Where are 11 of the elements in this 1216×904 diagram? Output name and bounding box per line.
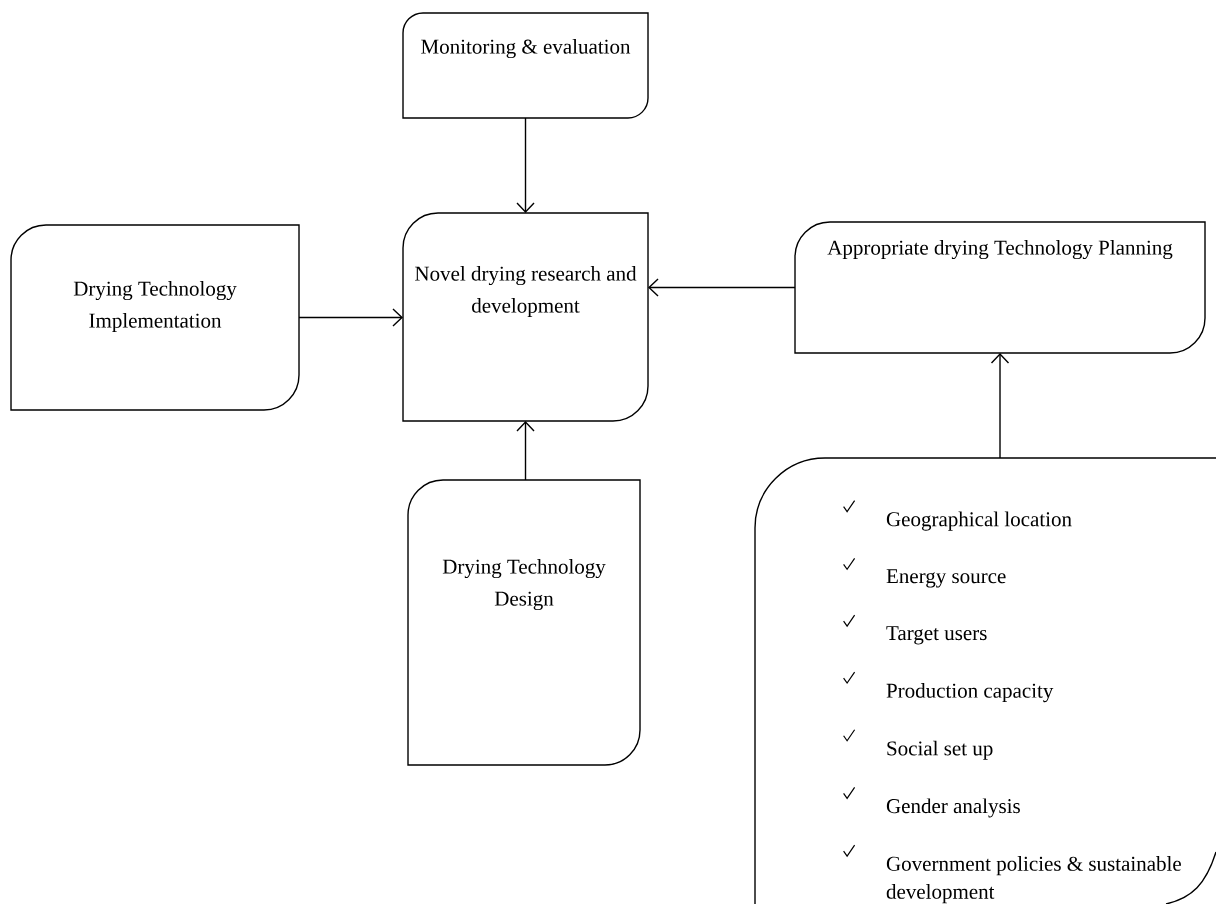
process-box: Drying Technology Design [407, 479, 641, 766]
process-box: Drying Technology Implementation [10, 224, 300, 411]
arrow [516, 117, 535, 213]
checklist-box: Geographical location Energy source Target users Production capacity Social set up Gender analysis Government policies & sustainable development [754, 457, 1216, 904]
process-box: Novel drying research and development [402, 212, 649, 422]
arrow [298, 308, 403, 327]
process-box: Appropriate drying Technology Planning [794, 221, 1206, 354]
arrow [990, 353, 1010, 459]
process-box: Monitoring & evaluation [402, 12, 649, 119]
arrow [516, 420, 535, 481]
arrow [648, 278, 796, 297]
